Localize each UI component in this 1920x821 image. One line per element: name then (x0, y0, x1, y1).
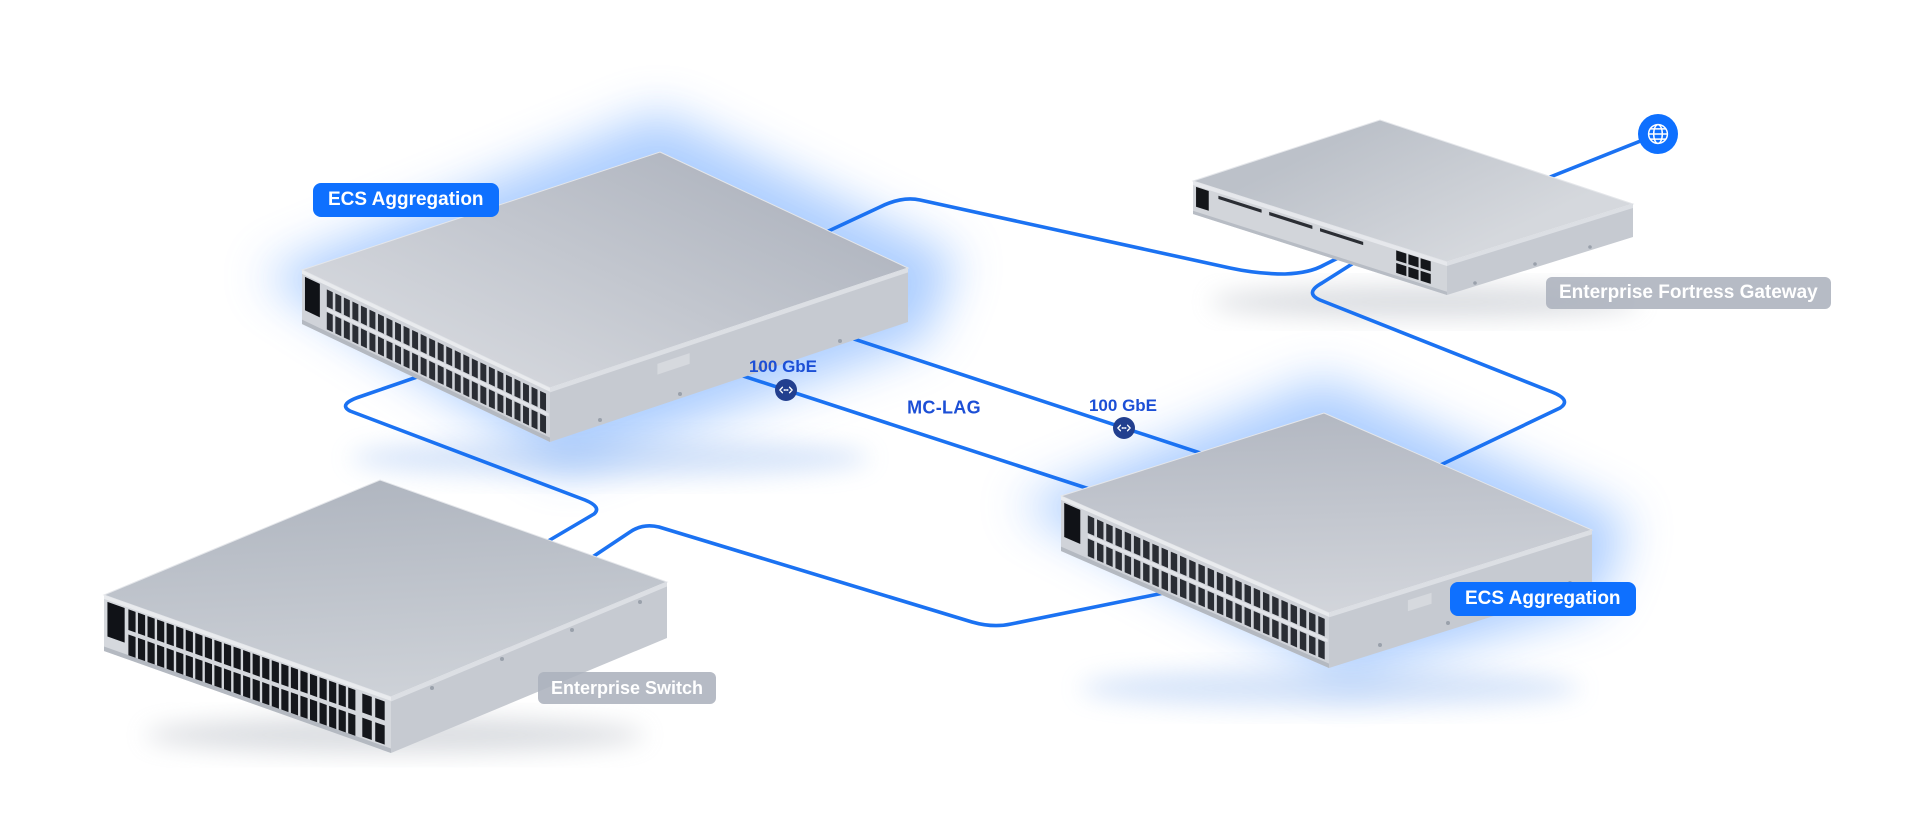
lcd-display (1196, 186, 1209, 211)
sfp-port-block (326, 289, 549, 434)
device-label-ecs-aggregation-left: ECS Aggregation (313, 183, 499, 217)
link-ecs-left-to-gateway (803, 197, 1342, 276)
lcd-display (107, 601, 125, 643)
link-mclag-upper (776, 312, 1260, 474)
shadow-gateway (1210, 286, 1640, 318)
shadow-ecs-right (1080, 668, 1580, 708)
sfp-port-block (1087, 515, 1328, 660)
device-ecs-aggregation-right (1059, 412, 1594, 669)
mclag-label: MC-LAG (907, 397, 981, 418)
device-ecs-aggregation-left (300, 151, 910, 443)
link-ecs-left-to-enterprise-switch (343, 354, 599, 549)
link-mclag-lower (686, 356, 1122, 501)
link-speed-label-2: 100 GbE (1088, 396, 1158, 415)
lcd-display (304, 276, 320, 318)
lcd-display (1064, 502, 1081, 545)
link-enterprise-switch-to-ecs-right (580, 524, 1200, 628)
device-label-enterprise-switch: Enterprise Switch (538, 672, 717, 704)
globe-icon (1638, 114, 1679, 155)
gateway-port-block (1396, 250, 1431, 284)
device-enterprise-fortress-gateway (1191, 119, 1635, 295)
link-gateway-to-ecs-right (1310, 262, 1567, 473)
device-enterprise-switch (102, 479, 669, 754)
link-speed-icon (1112, 416, 1136, 440)
link-speed-icon (774, 378, 798, 402)
device-label-enterprise-fortress-gateway: Enterprise Fortress Gateway (1546, 277, 1831, 309)
shadow-ecs-left (350, 438, 870, 478)
link-speed-label-1: 100 GbE (748, 357, 818, 376)
device-label-ecs-aggregation-right: ECS Aggregation (1450, 582, 1636, 616)
rj45-port-block (128, 609, 385, 745)
